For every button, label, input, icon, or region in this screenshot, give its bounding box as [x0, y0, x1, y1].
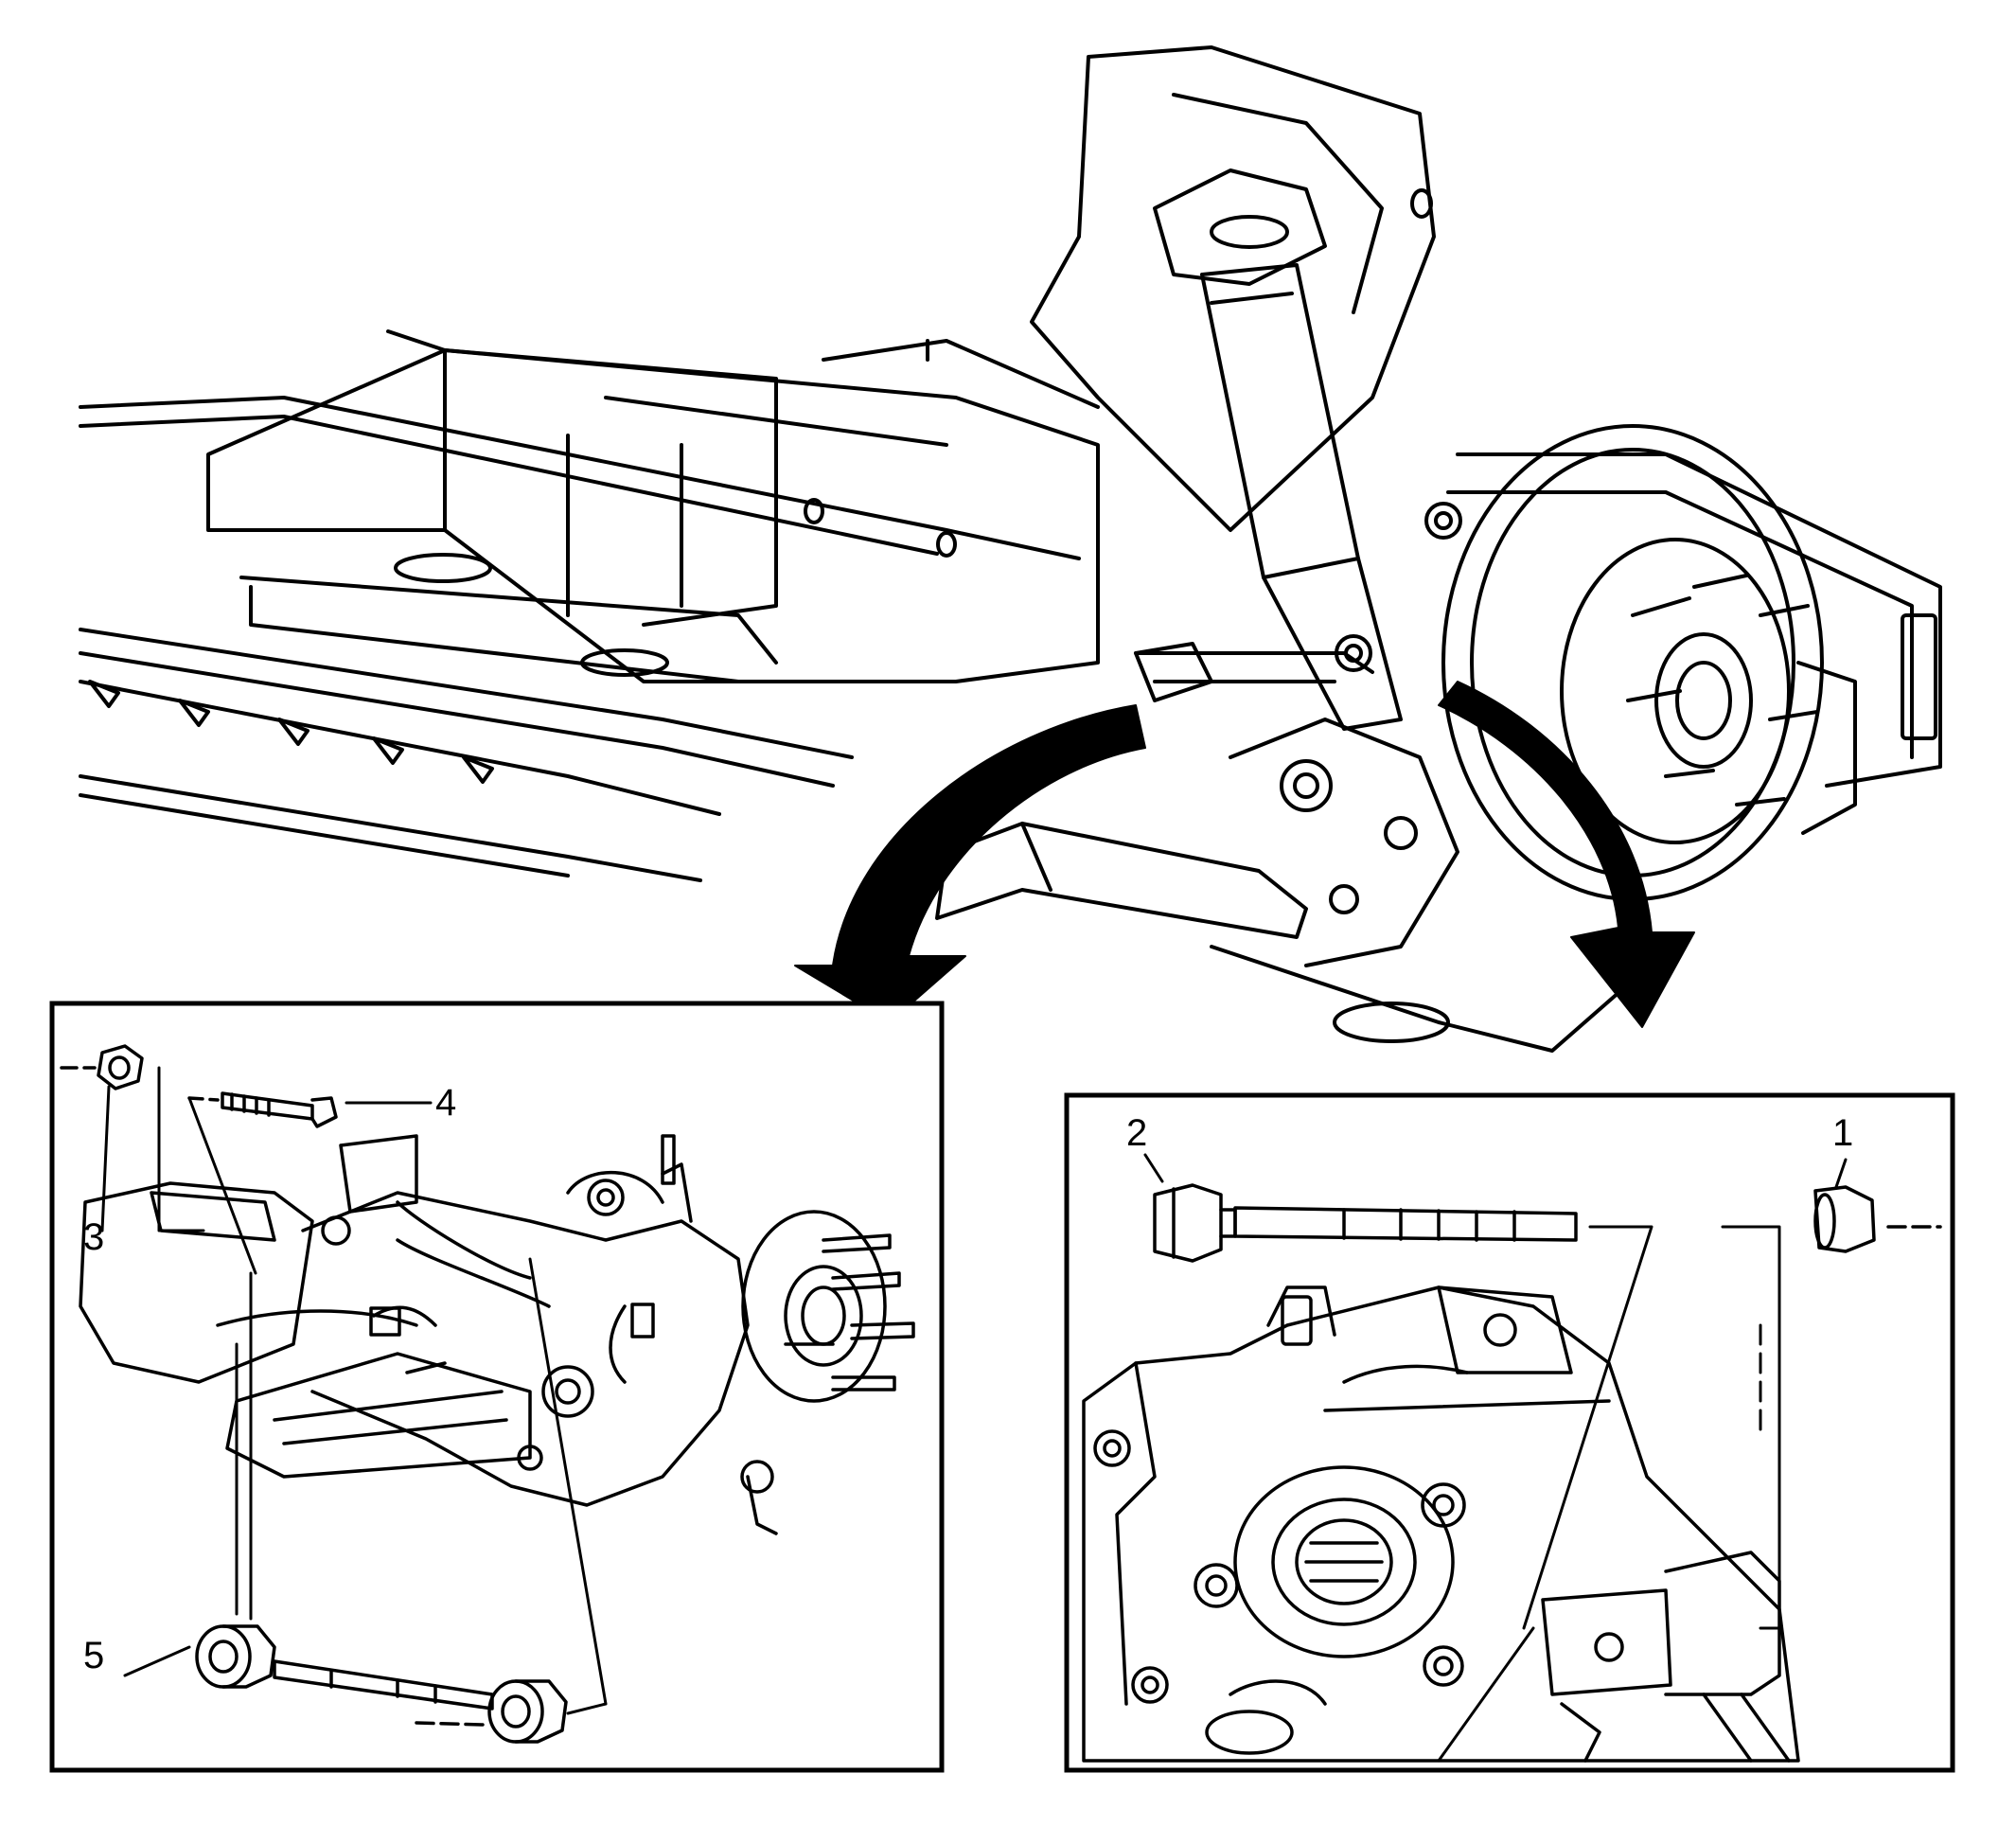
knuckle-assembly — [79, 1134, 778, 1535]
rotation-arrow-right — [1438, 681, 1695, 1028]
inset-left-frame — [49, 1001, 945, 1773]
callout-1: 1 — [1832, 1112, 1853, 1154]
inset-left-link: 3 4 5 — [49, 1001, 945, 1773]
shock-absorber — [1200, 263, 1403, 731]
lateral-link-5 — [195, 1624, 568, 1744]
inset-right-bolt: 2 1 — [1064, 1092, 1955, 1773]
rotation-arrow-left — [794, 704, 1146, 1023]
nut-3 — [60, 1044, 144, 1090]
frame-rail — [79, 396, 1081, 882]
brake-rotor — [1441, 424, 1824, 901]
lower-arms — [935, 502, 1630, 1053]
link-bushing — [1541, 1551, 1791, 1763]
inset-right-frame — [1064, 1092, 1955, 1773]
callout-5: 5 — [83, 1635, 104, 1676]
inset-right-leaders — [1143, 1153, 1848, 1763]
hub-studs — [741, 1210, 915, 1403]
rear-rail-right — [1446, 452, 1942, 835]
main-subframe-view — [79, 45, 1942, 1053]
crossmember — [206, 329, 1100, 683]
shock-tower — [1030, 45, 1436, 532]
callout-4: 4 — [435, 1082, 456, 1124]
callout-3: 3 — [83, 1216, 104, 1258]
bolt-4 — [187, 1091, 338, 1128]
callout-2: 2 — [1126, 1112, 1147, 1154]
inset-left-leaders — [100, 1066, 608, 1715]
bolt-2 — [1153, 1183, 1578, 1263]
nut-1 — [1813, 1185, 1942, 1253]
